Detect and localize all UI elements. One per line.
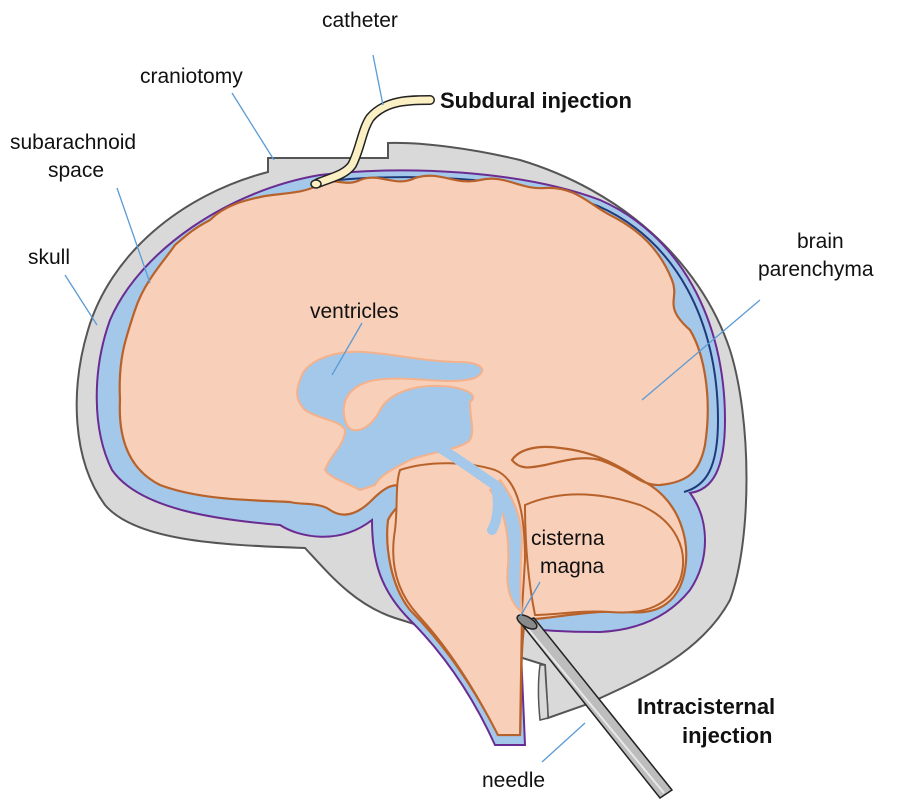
subdural-injection-title: Subdural injection [440, 88, 632, 113]
skull-leader [65, 275, 97, 325]
cisterna-label-line2: magna [540, 555, 605, 578]
subarachnoid-label-line1: subarachnoid [10, 131, 136, 154]
cisterna-label-line1: cisterna [531, 527, 605, 550]
intracisternal-title-line2: injection [682, 723, 772, 748]
intracisternal-title-line1: Intracisternal [637, 694, 775, 719]
brain-label-line2: parenchyma [758, 258, 874, 281]
skull-label: skull [28, 246, 70, 269]
ventricles-label: ventricles [310, 300, 399, 323]
needle-label: needle [482, 769, 545, 792]
craniotomy-leader [232, 93, 274, 160]
catheter-tip [311, 180, 321, 188]
needle-leader [542, 723, 585, 762]
catheter-leader [373, 55, 383, 105]
subarachnoid-label-line2: space [48, 159, 104, 182]
craniotomy-label: craniotomy [140, 65, 243, 88]
catheter-label: catheter [322, 9, 398, 32]
brain-label-line1: brain [797, 230, 844, 253]
